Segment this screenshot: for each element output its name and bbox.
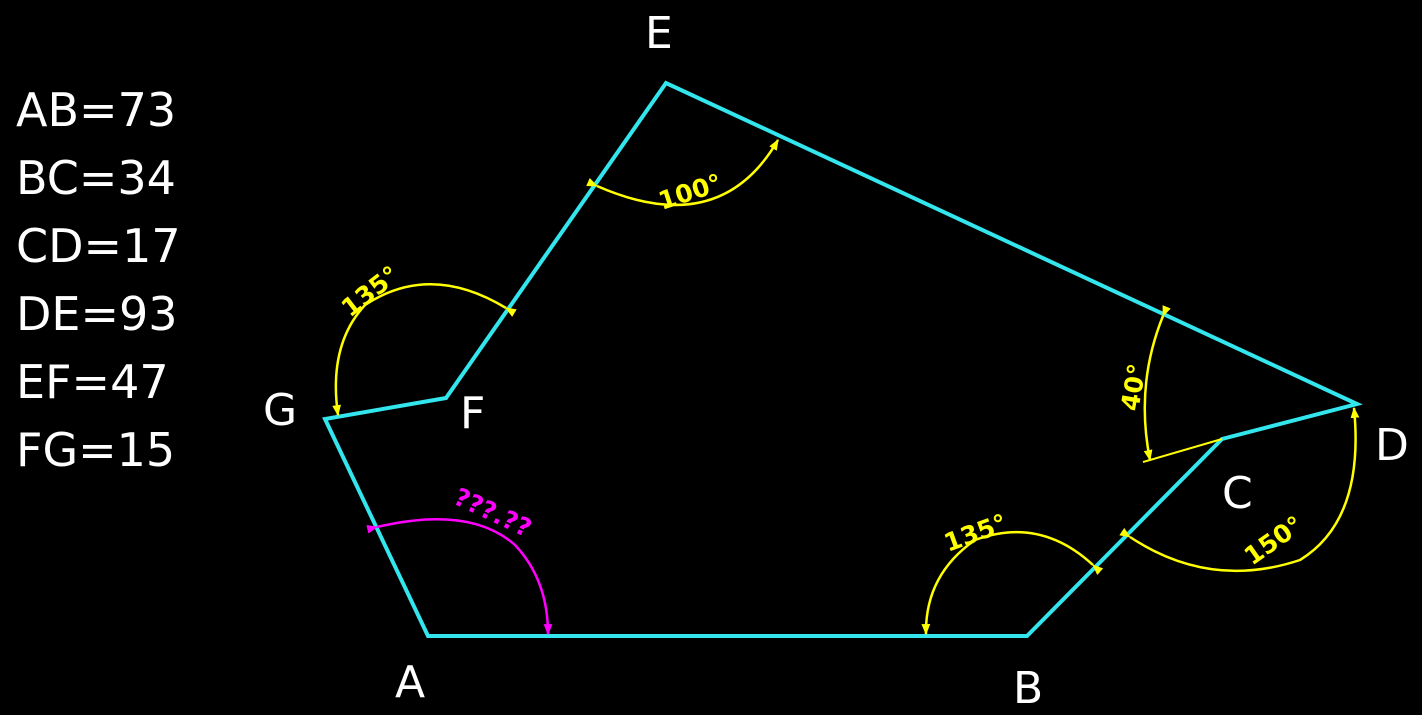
vertex-label-b: B (1013, 663, 1043, 714)
angle-label-c-exterior: 40° (1115, 361, 1152, 413)
angle-arc-g (332, 283, 517, 417)
angle-arc-d (1119, 406, 1360, 573)
side-length-ab: AB=73 (16, 83, 177, 137)
angle-label-a-unknown: ???.?? (449, 482, 536, 543)
angle-label-b: 135° (940, 508, 1011, 557)
angle-arc-e (586, 139, 780, 207)
side-length-bc: BC=34 (16, 151, 176, 205)
angle-label-e: 100° (655, 168, 725, 216)
vertex-label-c: C (1222, 468, 1253, 519)
vertex-label-e: E (645, 8, 673, 59)
side-length-ef: EF=47 (16, 355, 169, 409)
angle-arc-c-exterior (1143, 305, 1171, 462)
angle-arc-a-unknown (366, 517, 553, 636)
side-length-fg: FG=15 (16, 423, 176, 477)
side-length-de: DE=93 (16, 287, 178, 341)
heptagon-outline (322, 80, 1363, 638)
vertex-label-f: F (460, 388, 485, 439)
vertex-label-a: A (395, 657, 425, 708)
vertex-label-g: G (263, 385, 297, 436)
side-length-cd: CD=17 (16, 219, 181, 273)
side-length-list: AB=73 BC=34 CD=17 DE=93 EF=47 FG=15 (16, 76, 181, 484)
vertex-label-d: D (1375, 420, 1409, 471)
angle-arc-b (921, 530, 1104, 636)
